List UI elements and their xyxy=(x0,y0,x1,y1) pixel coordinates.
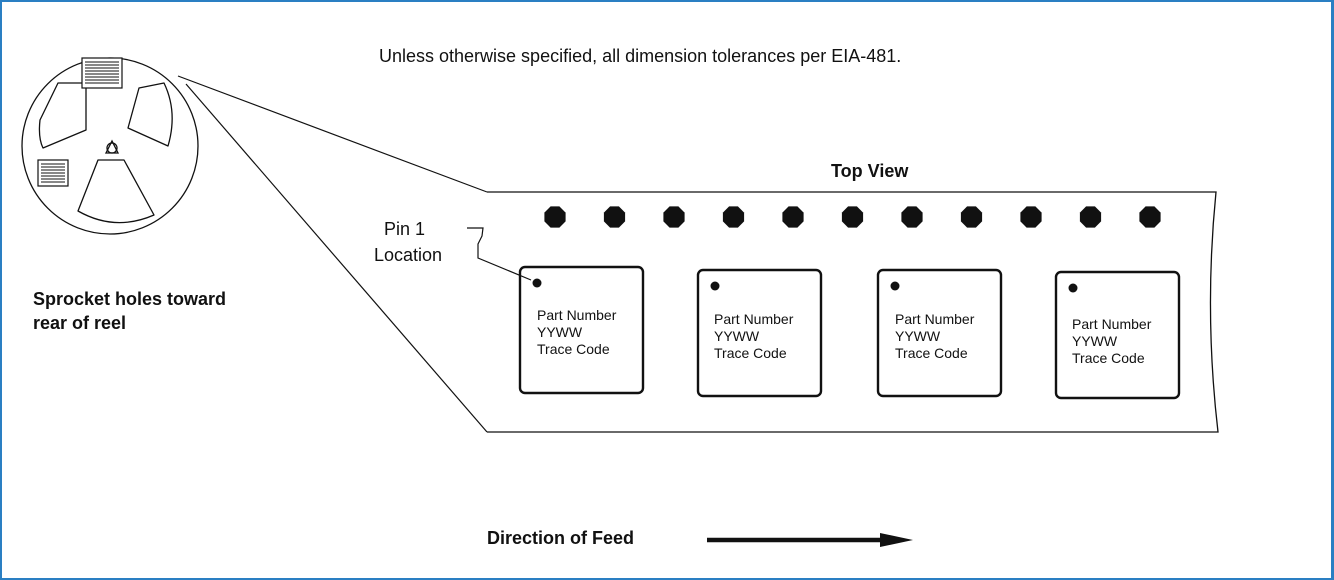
part-outline xyxy=(696,268,823,398)
sprocket-hole xyxy=(1020,206,1042,228)
sprocket-holes-caption: Sprocket holes toward rear of reel xyxy=(33,287,226,335)
part-marking: Part Number YYWW Trace Code xyxy=(537,307,616,358)
date-code-text: YYWW xyxy=(714,328,760,344)
reel-label-side xyxy=(37,159,69,187)
part-number-text: Part Number xyxy=(895,311,975,327)
part-number-text: Part Number xyxy=(537,307,617,323)
reel-window-bottom xyxy=(77,159,155,224)
part-marking: Part Number YYWW Trace Code xyxy=(895,311,974,362)
carrier-tape xyxy=(487,191,1219,433)
part-outline xyxy=(876,268,1003,398)
pin1-dot xyxy=(710,281,720,291)
pin1-dot xyxy=(890,281,900,291)
pin1-location-label: Pin 1 Location xyxy=(374,216,442,268)
sprocket-hole xyxy=(1139,206,1161,228)
trace-code-text: Trace Code xyxy=(714,345,787,361)
date-code-text: YYWW xyxy=(1072,333,1118,349)
date-code-text: YYWW xyxy=(895,328,941,344)
date-code-text: YYWW xyxy=(537,324,583,340)
sprocket-hole xyxy=(603,206,626,228)
part-outline xyxy=(1054,270,1181,400)
sprocket-hole xyxy=(1079,206,1102,228)
part-number-text: Part Number xyxy=(714,311,794,327)
direction-of-feed-label: Direction of Feed xyxy=(487,528,635,548)
projection-line-top xyxy=(177,75,488,193)
trace-code-text: Trace Code xyxy=(1072,350,1145,366)
pin1-label-line: Location xyxy=(374,245,443,265)
reel-window-left xyxy=(38,82,87,149)
part-outline xyxy=(518,265,645,395)
sprocket-caption-line: rear of reel xyxy=(33,313,127,333)
trace-code-text: Trace Code xyxy=(537,341,610,357)
part-marking: Part Number YYWW Trace Code xyxy=(1072,316,1151,367)
part-number-text: Part Number xyxy=(1072,316,1152,332)
sprocket-hole xyxy=(544,206,566,228)
feed-arrow-icon xyxy=(707,533,913,547)
pin1-dot xyxy=(1068,283,1078,293)
pin1-leader-line xyxy=(467,227,532,281)
reel-hub xyxy=(104,139,120,154)
sprocket-holes xyxy=(544,206,1161,228)
sprocket-hole xyxy=(841,206,864,228)
top-view-label: Top View xyxy=(831,161,909,181)
part-marking: Part Number YYWW Trace Code xyxy=(714,311,793,362)
pin1-dot xyxy=(532,278,542,288)
reel-window-right xyxy=(127,82,173,147)
projection-lines xyxy=(177,75,488,433)
trace-code-text: Trace Code xyxy=(895,345,968,361)
pin1-label-line: Pin 1 xyxy=(384,219,426,239)
sprocket-hole xyxy=(663,206,685,228)
projection-line-bottom xyxy=(185,83,488,433)
sprocket-caption-line: Sprocket holes toward xyxy=(33,289,227,309)
reel-label-top xyxy=(81,57,123,89)
sprocket-hole xyxy=(960,206,983,228)
sprocket-hole xyxy=(901,206,923,228)
sprocket-hole xyxy=(722,206,745,228)
tolerance-note: Unless otherwise specified, all dimensio… xyxy=(379,46,902,66)
sprocket-hole xyxy=(782,206,804,228)
